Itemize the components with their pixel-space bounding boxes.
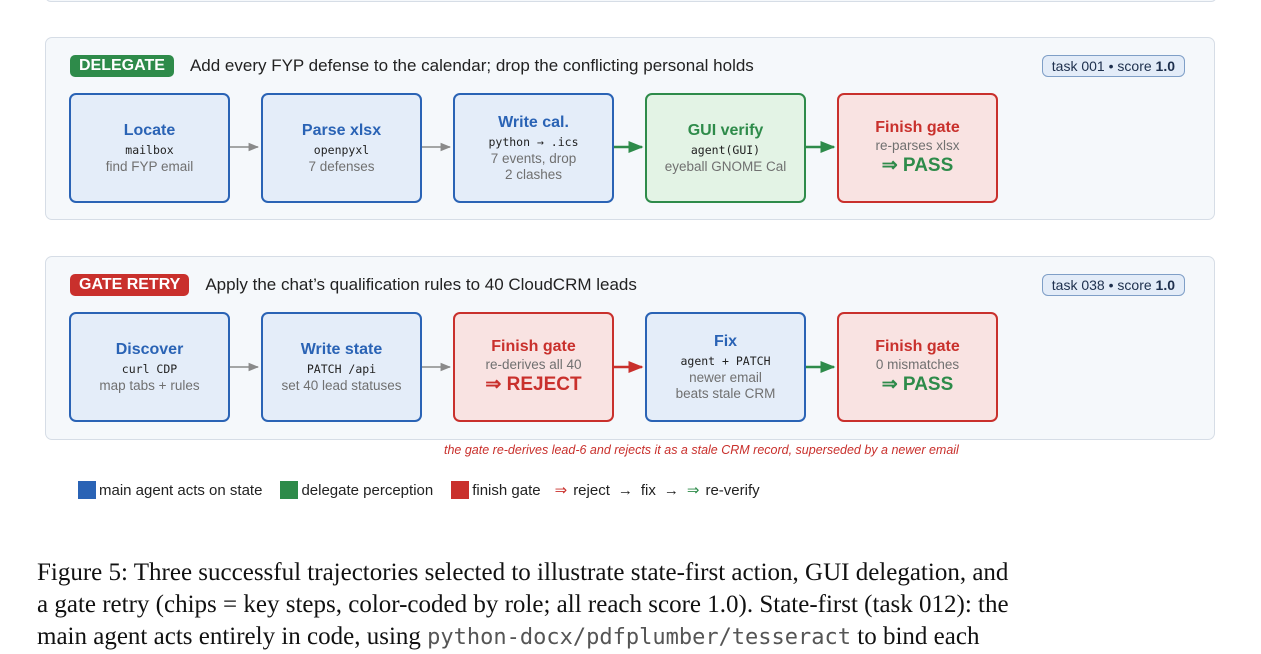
delegate-badge: DELEGATE (70, 55, 174, 77)
green-swatch (280, 481, 299, 499)
step-code: agent + PATCH (680, 354, 771, 368)
legend-reverify: re-verify (705, 481, 760, 499)
step-locate: Locate mailbox find FYP email (69, 93, 230, 203)
step-desc: map tabs + rules (99, 378, 200, 393)
step-fix: Fix agent + PATCH newer email beats stal… (645, 312, 806, 422)
step-finish-gate-pass: Finish gate 0 mismatches ⇒ PASS (837, 312, 998, 422)
task-chip: task 038 • score 1.0 (1041, 274, 1185, 296)
step-code: openpyxl (313, 143, 370, 157)
score-label: score (1117, 277, 1152, 293)
step-code: python → .ics (488, 135, 579, 149)
step-desc: newer email (689, 370, 762, 385)
step-finish-gate-reject: Finish gate re-derives all 40 ⇒ REJECT (453, 312, 614, 422)
step-gui-verify: GUI verify agent(GUI) eyeball GNOME Cal (645, 93, 806, 203)
legend-label: delegate perception (301, 481, 434, 499)
legend-label: finish gate (472, 481, 541, 499)
pass-result: ⇒ PASS (881, 155, 954, 176)
step-title: Parse xlsx (301, 122, 382, 139)
legend-delegate: delegate perception (280, 481, 433, 499)
step-finish-gate: Finish gate re-parses xlsx ⇒ PASS (837, 93, 998, 203)
step-desc: re-derives all 40 (485, 357, 582, 372)
step-title: Discover (115, 341, 184, 358)
step-desc: set 40 lead statuses (281, 378, 402, 393)
step-code: PATCH /api (306, 362, 377, 376)
step-title: Finish gate (491, 338, 576, 355)
step-code: agent(GUI) (690, 143, 761, 157)
caption-line: a gate retry (chips = key steps, color-c… (37, 591, 1009, 618)
caption-code: python-docx/pdfplumber/tesseract (427, 625, 852, 650)
panel-header: GATE RETRY Apply the chat’s qualificatio… (70, 274, 637, 296)
annotation-note: the gate re-derives lead-6 and rejects i… (444, 443, 959, 457)
reject-result: ⇒ REJECT (485, 374, 582, 395)
legend: main agent acts on state delegate percep… (78, 480, 760, 500)
gate-retry-badge: GATE RETRY (70, 274, 190, 296)
caption-line: main agent acts entirely in code, using … (37, 621, 1225, 654)
step-title: Write cal. (498, 114, 569, 131)
panel-title: Apply the chat’s qualification rules to … (205, 275, 637, 294)
gate-retry-panel: GATE RETRY Apply the chat’s qualificatio… (45, 256, 1215, 440)
caption-text: main agent acts entirely in code, using (37, 623, 421, 650)
score-value: 1.0 (1155, 277, 1175, 293)
arrow-icon: → (663, 481, 679, 499)
legend-main: main agent acts on state (78, 481, 262, 499)
panel-title: Add every FYP defense to the calendar; d… (189, 56, 754, 75)
legend-gate: finish gate (451, 481, 541, 499)
step-desc: re-parses xlsx (875, 138, 960, 153)
score-label: score (1117, 58, 1152, 74)
legend-fix: fix (640, 481, 656, 499)
caption-text: to bind each (857, 623, 980, 650)
step-desc: beats stale CRM (675, 386, 776, 401)
legend-label: main agent acts on state (99, 481, 263, 499)
step-title: GUI verify (687, 122, 764, 139)
step-code: curl CDP (121, 362, 178, 376)
red-swatch (451, 481, 470, 499)
pass-result: ⇒ PASS (881, 374, 954, 395)
step-discover: Discover curl CDP map tabs + rules (69, 312, 230, 422)
delegate-panel: DELEGATE Add every FYP defense to the ca… (45, 37, 1215, 220)
blue-swatch (78, 481, 96, 499)
figure-caption: Figure 5: Three successful trajectories … (37, 557, 1225, 654)
step-title: Finish gate (875, 119, 960, 136)
task-chip: task 001 • score 1.0 (1041, 55, 1185, 77)
step-title: Locate (123, 122, 176, 139)
score-value: 1.0 (1155, 58, 1175, 74)
step-desc: find FYP email (105, 159, 194, 174)
reverify-arrow-icon: ⇒ (686, 482, 700, 499)
step-desc: 7 defenses (308, 159, 375, 174)
step-desc: 2 clashes (504, 167, 563, 182)
task-id: task 038 (1051, 277, 1105, 293)
step-title: Finish gate (875, 338, 960, 355)
step-desc: 0 mismatches (875, 357, 960, 372)
legend-reject: reject (573, 481, 610, 499)
caption-line: Figure 5: Three successful trajectories … (37, 559, 1009, 586)
step-desc: eyeball GNOME Cal (664, 159, 787, 174)
step-code: mailbox (125, 143, 174, 157)
step-write-state: Write state PATCH /api set 40 lead statu… (261, 312, 422, 422)
panel-header: DELEGATE Add every FYP defense to the ca… (70, 55, 754, 77)
step-title: Write state (300, 341, 383, 358)
step-parse-xlsx: Parse xlsx openpyxl 7 defenses (261, 93, 422, 203)
reject-arrow-icon: ⇒ (554, 482, 568, 499)
step-desc: 7 events, drop (490, 151, 577, 166)
task-id: task 001 (1051, 58, 1105, 74)
step-write-calendar: Write cal. python → .ics 7 events, drop … (453, 93, 614, 203)
arrow-icon: → (617, 481, 633, 499)
step-title: Fix (713, 333, 738, 350)
previous-panel-edge (45, 0, 1217, 2)
